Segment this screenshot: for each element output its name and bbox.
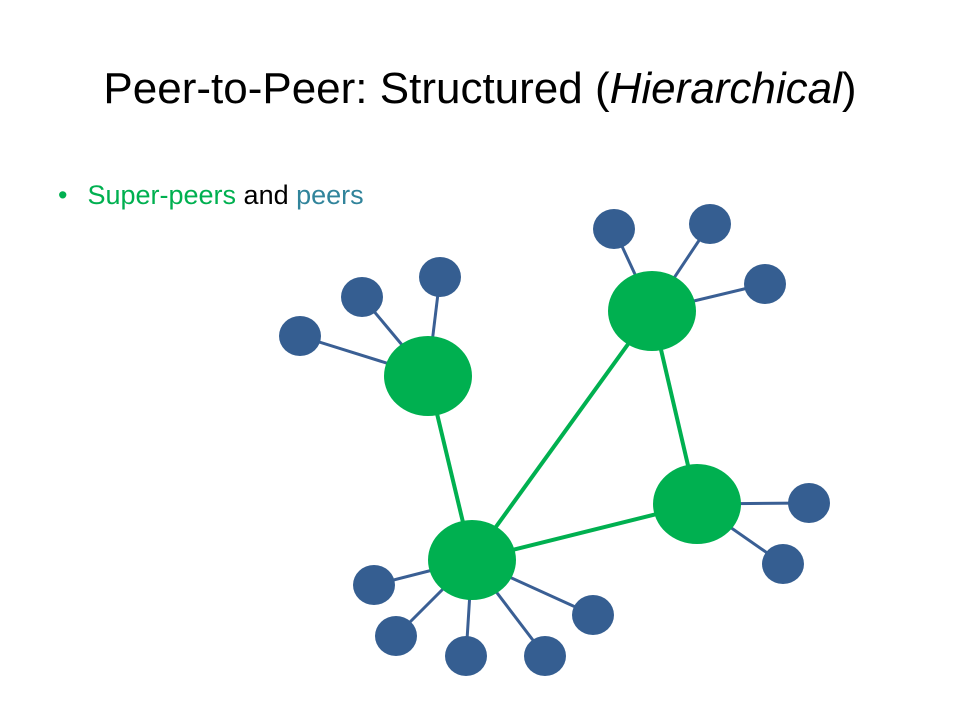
title-prefix: Peer-to-Peer: Structured ( (103, 64, 610, 113)
peer-node (788, 483, 830, 523)
super-peer-node (653, 464, 741, 544)
bullet-item: • Super-peers and peers (58, 180, 364, 211)
title-suffix: ) (841, 64, 857, 113)
peer-node (445, 636, 487, 676)
peer-node (341, 277, 383, 317)
super-peer-node (428, 520, 516, 600)
peer-node (593, 209, 635, 249)
super-peer-node (384, 336, 472, 416)
peer-node (353, 565, 395, 605)
super-peers-text: Super-peers (87, 180, 237, 210)
and-text: and (236, 180, 297, 210)
peer-node (375, 616, 417, 656)
peer-node (524, 636, 566, 676)
peer-node (744, 264, 786, 304)
peer-node (689, 204, 731, 244)
nodes-layer (279, 204, 830, 676)
super-peer-link (470, 309, 654, 562)
bullet-marker: • (58, 180, 68, 210)
peer-node (419, 257, 461, 297)
peers-text: peers (296, 180, 364, 210)
super-peer-node (608, 271, 696, 351)
slide-title: Peer-to-Peer: Structured (Hierarchical) (0, 64, 960, 114)
peer-node (762, 544, 804, 584)
peer-node (279, 316, 321, 356)
peer-node (572, 595, 614, 635)
title-italic: Hierarchical (609, 64, 842, 113)
